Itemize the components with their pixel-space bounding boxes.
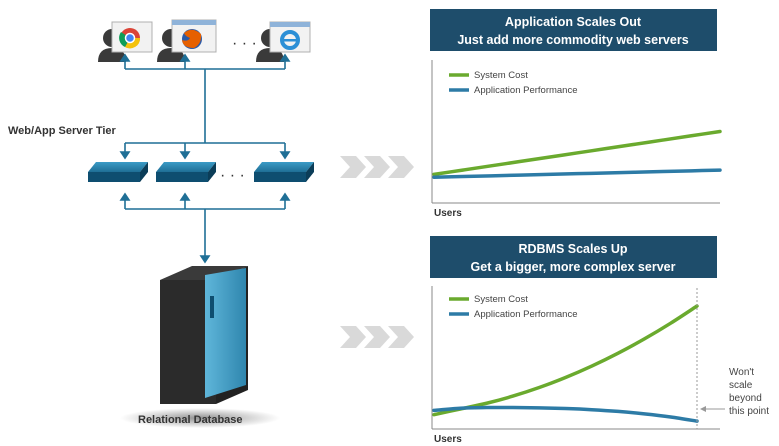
chart-header: [430, 9, 717, 51]
tier-label: Web/App Server Tier: [8, 125, 117, 137]
server-icon: [88, 162, 148, 182]
legend-app-performance: Application Performance: [474, 309, 578, 320]
firefox-icon: [171, 19, 217, 53]
arrow-to-scale-up: [340, 326, 414, 348]
server-connectors: [119, 192, 291, 264]
annotation-line: this point: [729, 406, 769, 417]
app-performance-line: [432, 405, 699, 423]
chart-header: [430, 236, 717, 278]
annotation-line: scale: [729, 380, 753, 391]
system-cost-line: [432, 129, 722, 177]
server-ellipsis: · · ·: [220, 167, 245, 184]
plot-area: [432, 304, 699, 423]
ie-icon: [269, 21, 311, 53]
arrow-to-scale-out: [340, 156, 414, 178]
database-icon: [120, 266, 280, 428]
chrome-icon: [111, 21, 153, 53]
chart-scale-up: RDBMS Scales Up Get a bigger, more compl…: [430, 236, 769, 445]
chart-title: RDBMS Scales Up: [518, 242, 627, 256]
annotation-text: Won't scale beyond this point: [729, 367, 769, 417]
app-performance-line: [432, 168, 722, 180]
annotation-arrowhead: [700, 406, 706, 412]
server-icon: [254, 162, 314, 182]
legend-app-performance: Application Performance: [474, 85, 578, 96]
annotation-line: Won't: [729, 367, 754, 378]
chart-subtitle: Get a bigger, more complex server: [471, 260, 676, 274]
chart-subtitle: Just add more commodity web servers: [457, 33, 688, 47]
db-label: Relational Database: [138, 414, 243, 426]
annotation-line: beyond: [729, 393, 762, 404]
legend-system-cost: System Cost: [474, 70, 528, 81]
server-row: · · ·: [88, 162, 314, 184]
user-connectors: [119, 53, 291, 160]
chart-title: Application Scales Out: [505, 15, 642, 29]
server-icon: [156, 162, 216, 182]
legend-system-cost: System Cost: [474, 294, 528, 305]
system-cost-line: [432, 304, 699, 417]
user-ellipsis: · · ·: [232, 35, 257, 52]
user-group: · · ·: [98, 19, 311, 62]
x-axis-label: Users: [434, 208, 462, 219]
chart-scale-out: Application Scales Out Just add more com…: [430, 9, 722, 219]
x-axis-label: Users: [434, 434, 462, 445]
plot-area: [432, 129, 722, 180]
